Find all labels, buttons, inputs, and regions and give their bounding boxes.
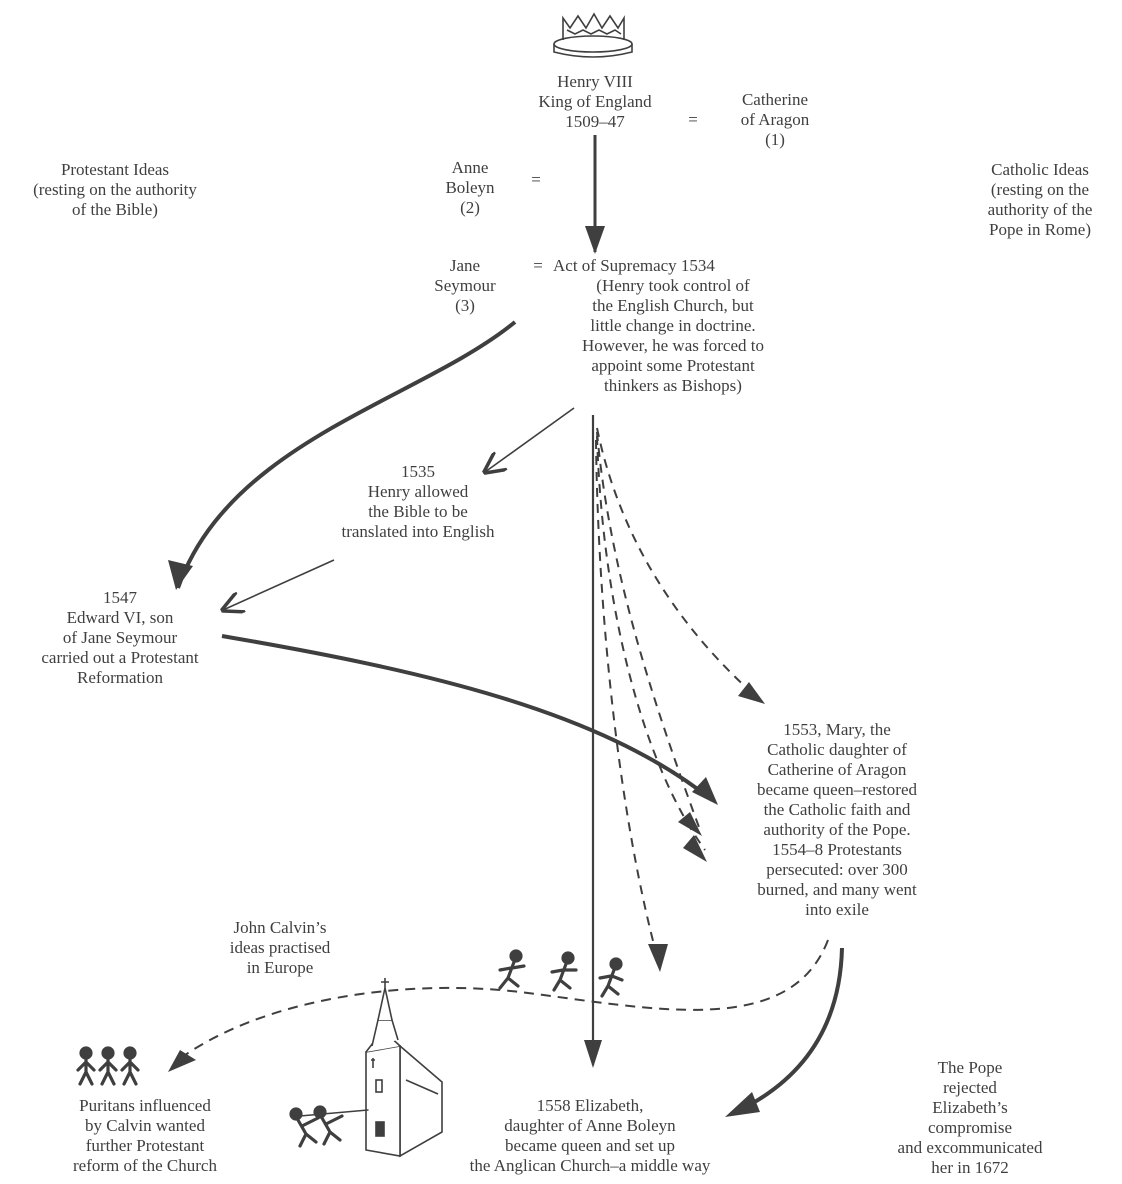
marriage-sign-catherine: =: [688, 110, 698, 129]
marriage-sign-jane: =: [533, 256, 543, 275]
pope-line-5: and excommunicated: [897, 1138, 1043, 1157]
henry-line-3: 1509–47: [565, 112, 625, 131]
supremacy-line-3: the English Church, but: [592, 296, 754, 315]
elizabeth-line-2: daughter of Anne Boleyn: [504, 1116, 676, 1135]
puritans-line-1: Puritans influenced: [79, 1096, 211, 1115]
pope-line-4: compromise: [927, 1118, 1013, 1137]
puritans-line-4: reform of the Church: [73, 1156, 217, 1175]
arrow-exile-to-puritans: [177, 939, 829, 1061]
jane-line-3: (3): [455, 296, 475, 315]
elizabeth-line-1: 1558 Elizabeth,: [536, 1096, 644, 1115]
act-of-supremacy-label: Act of Supremacy 1534 (Henry took contro…: [553, 256, 793, 396]
pope-line-3: Elizabeth’s: [932, 1098, 1008, 1117]
pulling-figures-icon: [289, 1105, 369, 1148]
pope-label: The Pope rejected Elizabeth’s compromise…: [870, 1058, 1070, 1178]
arrow-edward-to-mary: [221, 634, 714, 802]
puritans-label: Puritans influenced by Calvin wanted fur…: [30, 1096, 260, 1176]
calvin-label: John Calvin’s ideas practised in Europe: [195, 918, 365, 978]
catherine-line-3: (1): [765, 130, 785, 149]
jane-line-2: Seymour: [434, 276, 496, 295]
protestant-ideas-label: Protestant Ideas (resting on the authori…: [0, 160, 230, 220]
bible-line-1: 1535: [401, 462, 435, 481]
pope-line-1: The Pope: [937, 1058, 1003, 1077]
supremacy-line-5: However, he was forced to: [582, 336, 764, 355]
elizabeth-line-3: became queen and set up: [505, 1136, 675, 1155]
pope-line-6: her in 1672: [931, 1158, 1009, 1177]
mary-line-7: 1554–8 Protestants: [772, 840, 902, 859]
calvin-line-3: in Europe: [246, 958, 314, 977]
supremacy-line-1: Act of Supremacy 1534: [553, 256, 715, 275]
supremacy-line-6: appoint some Protestant: [591, 356, 755, 375]
puritans-line-2: by Calvin wanted: [85, 1116, 205, 1135]
pope-line-2: rejected: [943, 1078, 997, 1097]
bible-line-4: translated into English: [341, 522, 495, 541]
bible-translation-label: 1535 Henry allowed the Bible to be trans…: [318, 462, 518, 542]
arrow-bible-to-edward: [223, 559, 335, 610]
anne-boleyn-label: Anne Boleyn (2): [420, 158, 520, 218]
mary-line-3: Catherine of Aragon: [767, 760, 907, 779]
arrow-jane-to-edward: [176, 320, 517, 589]
edward-line-5: Reformation: [77, 668, 163, 687]
henry-line-2: King of England: [538, 92, 652, 111]
bible-line-3: the Bible to be: [368, 502, 468, 521]
edward-line-3: of Jane Seymour: [62, 628, 178, 647]
church-icon: [365, 978, 443, 1158]
mary-line-8: persecuted: over 300: [766, 860, 908, 879]
mary-line-10: into exile: [805, 900, 869, 919]
protestant-line-1: Protestant Ideas: [60, 160, 170, 179]
anne-line-1: Anne: [451, 158, 489, 177]
puritans-icon: [76, 1046, 140, 1086]
edward-vi-label: 1547 Edward VI, son of Jane Seymour carr…: [0, 588, 240, 688]
mary-line-5: the Catholic faith and: [763, 800, 911, 819]
calvin-line-2: ideas practised: [229, 938, 331, 957]
elizabeth-line-4: the Anglican Church–a middle way: [469, 1156, 711, 1175]
catholic-line-4: Pope in Rome): [989, 220, 1091, 239]
catherine-line-1: Catherine: [741, 90, 809, 109]
jane-line-1: Jane: [449, 256, 481, 275]
catholic-line-3: authority of the: [987, 200, 1093, 219]
edward-line-4: carried out a Protestant: [41, 648, 199, 667]
arrow-supremacy-to-bible: [485, 407, 575, 472]
mary-line-4: became queen–restored: [757, 780, 917, 799]
mary-label: 1553, Mary, the Catholic daughter of Cat…: [712, 720, 962, 920]
protestant-line-3: of the Bible): [72, 200, 158, 219]
mary-line-6: authority of the Pope.: [763, 820, 911, 839]
bible-line-2: Henry allowed: [367, 482, 469, 501]
anne-line-3: (2): [460, 198, 480, 217]
mary-line-2: Catholic daughter of: [767, 740, 907, 759]
mary-line-9: burned, and many went: [757, 880, 917, 899]
supremacy-line-4: little change in doctrine.: [590, 316, 756, 335]
jane-seymour-label: Jane Seymour (3): [415, 256, 515, 316]
catherine-label: Catherine of Aragon (1): [700, 90, 850, 150]
anne-line-2: Boleyn: [445, 178, 495, 197]
catholic-line-1: Catholic Ideas: [991, 160, 1089, 179]
edward-line-2: Edward VI, son: [66, 608, 174, 627]
protestant-line-2: (resting on the authority: [33, 180, 197, 199]
catholic-line-2: (resting on the: [990, 180, 1090, 199]
supremacy-line-2: (Henry took control of: [596, 276, 750, 295]
dashed-arrows-to-mary: [595, 427, 761, 961]
elizabeth-label: 1558 Elizabeth, daughter of Anne Boleyn …: [440, 1096, 740, 1176]
catherine-line-2: of Aragon: [740, 110, 810, 129]
edward-line-1: 1547: [103, 588, 137, 607]
puritans-line-3: further Protestant: [85, 1136, 205, 1155]
catholic-ideas-label: Catholic Ideas (resting on the authority…: [960, 160, 1120, 240]
henry-line-1: Henry VIII: [557, 72, 633, 91]
henry-viii-label: Henry VIII King of England 1509–47: [510, 72, 680, 132]
supremacy-line-7: thinkers as Bishops): [604, 376, 742, 395]
marriage-sign-anne: =: [531, 170, 541, 189]
crown-icon: [553, 12, 633, 58]
mary-line-1: 1553, Mary, the: [783, 720, 891, 739]
arrow-mary-to-elizabeth: [739, 947, 844, 1112]
calvin-line-1: John Calvin’s: [233, 918, 327, 937]
fleeing-figure-icon: [498, 949, 624, 998]
